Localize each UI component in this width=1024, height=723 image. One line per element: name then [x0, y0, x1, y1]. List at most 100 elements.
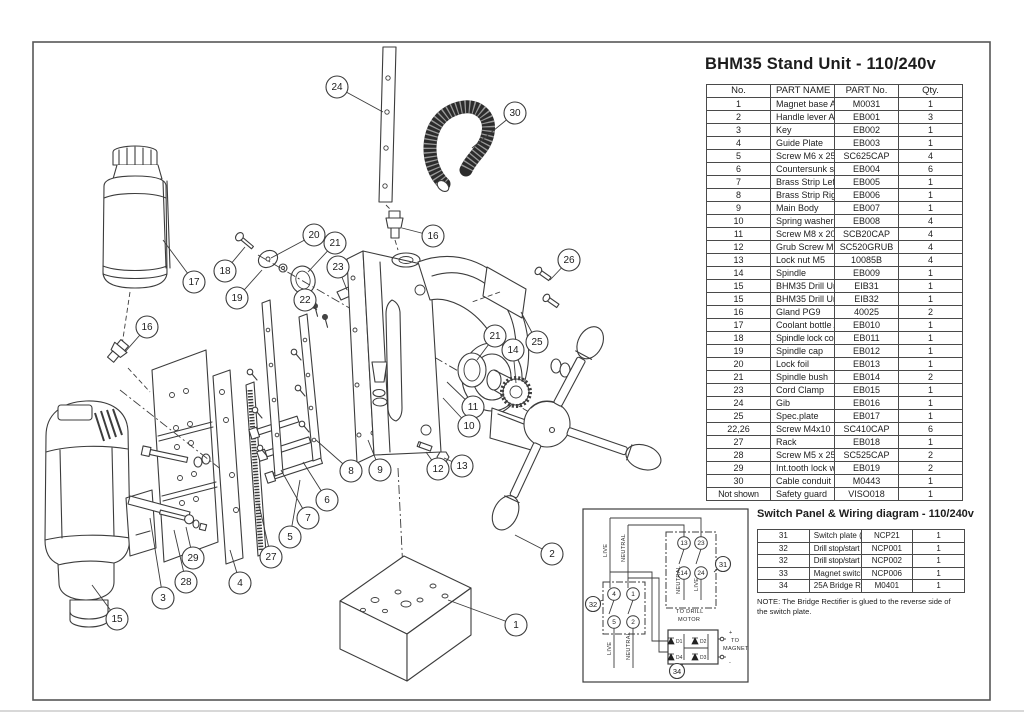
callout-16: [421, 224, 445, 248]
terminal-24: [694, 566, 708, 580]
magnet-base: [339, 555, 472, 682]
exploded-view-art: [44, 46, 662, 682]
callout-14: [501, 338, 525, 362]
callout-29: [181, 546, 205, 570]
drill-motor: [44, 400, 157, 628]
svg-text:9: 9: [377, 465, 383, 476]
terminal-4: [607, 587, 621, 601]
diode-D2: [691, 637, 699, 645]
spindle-and-handle: [457, 326, 662, 531]
spec-plate: [471, 266, 560, 319]
svg-text:24: 24: [331, 82, 343, 93]
callout-24: [325, 75, 349, 99]
wiring-label: NEUTRAL: [676, 566, 682, 594]
diode-D4: [667, 653, 675, 661]
callout-30: [503, 101, 527, 125]
svg-text:1: 1: [513, 620, 519, 631]
callout-23: [326, 255, 350, 279]
svg-text:30: 30: [509, 108, 521, 119]
column-header: PART NAME: [770, 84, 835, 98]
gland-icon: [106, 339, 130, 363]
page-border: [32, 41, 991, 701]
guide-plate: [212, 369, 244, 565]
terminal-2: [626, 615, 640, 629]
svg-text:2: 2: [631, 619, 635, 626]
brass-strip-right: [298, 313, 322, 462]
callout-22: [293, 288, 317, 312]
callout-9: [368, 458, 392, 482]
callout-20: [302, 223, 326, 247]
svg-text:5: 5: [287, 532, 293, 543]
svg-text:25: 25: [531, 337, 543, 348]
svg-text:6: 6: [324, 495, 330, 506]
svg-text:1: 1: [631, 591, 635, 598]
wiring-label: TO DRILL: [676, 609, 703, 615]
callout-12: [426, 457, 450, 481]
callout-16: [135, 315, 159, 339]
svg-text:21: 21: [329, 238, 341, 249]
svg-text:D2: D2: [700, 639, 707, 645]
svg-text:8: 8: [348, 466, 354, 477]
svg-text:24: 24: [697, 570, 705, 577]
callout-21: [483, 324, 507, 348]
callout-7: [296, 506, 320, 530]
terminal-23: [694, 536, 708, 550]
callout-6: [315, 488, 339, 512]
svg-text:16: 16: [141, 322, 153, 333]
wiring-label: -: [729, 660, 731, 666]
svg-text:14: 14: [680, 570, 688, 577]
callout-5: [278, 525, 302, 549]
callout-2: [540, 542, 564, 566]
terminal-14: [677, 566, 691, 580]
wiring-label: +: [729, 630, 733, 636]
callout-26: [557, 248, 581, 272]
coolant-bottle: [102, 145, 171, 346]
callout-17: [182, 270, 206, 294]
wiring-label: TO: [731, 638, 740, 644]
callout-27: [259, 545, 283, 569]
switch-panel-title: Switch Panel & Wiring diagram - 110/240v: [757, 508, 974, 520]
wiring-label: MOTOR: [678, 617, 700, 623]
handle-arm: [491, 442, 542, 531]
svg-text:29: 29: [187, 553, 199, 564]
callout-28: [174, 570, 198, 594]
callout-19: [225, 286, 249, 310]
brass-strip-left: [261, 299, 284, 477]
svg-text:4: 4: [612, 591, 616, 598]
diode-D1: [667, 637, 675, 645]
svg-text:D3: D3: [700, 655, 707, 661]
svg-text:11: 11: [468, 402, 479, 413]
callout-21: [323, 231, 347, 255]
svg-text:13: 13: [680, 540, 688, 547]
svg-text:5: 5: [612, 619, 616, 626]
wiring-label: MAGNET: [723, 646, 749, 652]
svg-text:23: 23: [332, 262, 344, 273]
terminal-13: [677, 536, 691, 550]
svg-text:31: 31: [719, 560, 727, 569]
svg-text:28: 28: [180, 577, 192, 588]
page-title: BHM35 Stand Unit - 110/240v: [705, 55, 936, 73]
